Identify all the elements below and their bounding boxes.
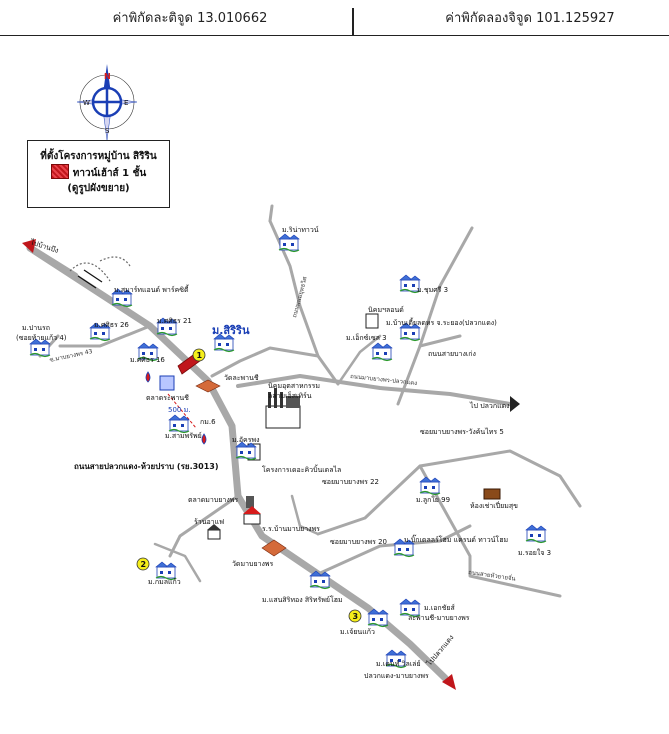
marker-1[interactable]: 1 xyxy=(192,348,206,362)
distance-500m-line xyxy=(167,393,197,429)
svg-text:3: 3 xyxy=(353,612,359,621)
temple-mabyang-icon xyxy=(261,539,287,557)
legend-note: (ดูรูปผังขยาย) xyxy=(67,183,130,194)
nikhom-building-icon xyxy=(365,313,379,329)
location-map[interactable]: N E S W xyxy=(0,36,669,734)
gas-station-icon xyxy=(145,371,207,445)
label-soi20: ซอยมาบยางพร 20 xyxy=(330,538,387,546)
school-icon xyxy=(243,506,261,525)
label-market-mabyang: ตลาดมาบยางพร xyxy=(188,496,238,504)
label-m-kent: ม.เคนท์ วิลเล่ย์ xyxy=(376,660,421,668)
label-main-road: ถนนสายปลวกแดง-ห้วยปราบ (รย.3013) xyxy=(74,461,219,471)
shop-icon xyxy=(207,524,221,540)
industrial-estate-icon xyxy=(265,388,301,429)
label-to-pluak-daeng-2: ไปปลวกแดง xyxy=(424,633,456,668)
label-pan-rak: ม.ปานรถ xyxy=(22,324,50,332)
label-intersection-k: ถนนสายบางเก่ง xyxy=(428,350,476,358)
label-m-sansiri: ม.แสนสิริทอง สิริทรัพย์โฮม xyxy=(262,595,343,604)
temple-rangpanasi-icon xyxy=(195,379,221,393)
label-nikhom-bangna: นิคมฯลอนด์ xyxy=(368,306,404,314)
road-west-1 xyxy=(58,324,152,348)
label-industrial-estate-2: ลลามเอ็สเทิร์น xyxy=(268,391,312,400)
label-sirin16: ม.ศศิธร 16 xyxy=(130,356,165,364)
label-m-roi: ม.รอยใจ 3 xyxy=(518,548,551,557)
svg-text:2: 2 xyxy=(141,560,147,569)
road-sw xyxy=(168,494,240,558)
compass-e-label: E xyxy=(124,99,128,107)
label-m-ekachai-sub: ละพานชี-มาบยางพร xyxy=(408,614,470,622)
svg-text:1: 1 xyxy=(197,351,203,360)
road-soi22 xyxy=(290,494,320,536)
road-rayong-pluak xyxy=(236,374,512,406)
label-wat-rangpanasi: วัดละพานชี xyxy=(224,374,259,382)
label-m-kent-sub: ปลวกแดง-มาบยางพร xyxy=(364,672,429,680)
label-restaurant: ห้องเช่าเปี่ยมสุข xyxy=(470,501,518,510)
road-east xyxy=(316,449,582,536)
road-to-ban-bueng xyxy=(26,244,79,280)
compass-s-label: S xyxy=(105,127,110,135)
label-m-ekachai: ม.เอกชัยส์ xyxy=(424,604,456,612)
label-m-pinkhouse: ม.เจ้ยนแก้ว xyxy=(340,628,375,636)
road-soi20 xyxy=(316,524,472,576)
bridge-icon xyxy=(69,256,131,289)
label-shop: ร้านอาแฟ xyxy=(194,518,224,526)
label-sirin21: ม.ศศิธร 21 xyxy=(157,317,192,325)
legend-item-label: ทาวน์เฮ้าส์ 1 ชั้น xyxy=(72,168,147,179)
label-m-lamaekaew: ม.กมลแก้ว xyxy=(148,578,181,586)
label-gretchen: ม.เอ็กซ์เซล 3 xyxy=(346,333,387,342)
road-ne xyxy=(396,226,474,406)
label-digital-project: โครงการเดอะคิวบิ้นเดลไล xyxy=(262,463,341,474)
label-market-rangpanasi: ตลาดระพานชี xyxy=(146,394,189,402)
label-soi-mabyang5: ซอยมาบยางพร-วังค้นไทร 5 xyxy=(420,427,504,436)
label-m-lukya: ม.ลูกใย 99 xyxy=(416,495,450,504)
latitude-label: ค่าพิกัดละติจูด 13.010662 xyxy=(112,11,268,26)
label-wat-mabyang: วัดมาบยางพร xyxy=(232,560,274,568)
road-upper-ne xyxy=(418,334,462,348)
label-km500: 500 ม. xyxy=(168,406,190,414)
label-chumlong: ม.ชุมศรี 3 xyxy=(417,286,448,294)
label-rin-tai: ม.ริน่าทาวน์ xyxy=(282,226,319,234)
label-sirin26: ม.ศศิธร 26 xyxy=(94,321,129,329)
label-to-pluak-daeng: ไป ปลวกแดง xyxy=(469,401,510,410)
label-m-akarat: ม.อัครพง xyxy=(232,436,260,444)
road-network xyxy=(26,204,582,682)
label-sampran: ม.สามพรัพย์ xyxy=(165,432,202,440)
label-soi43: ซ.มาบยางพร 43 xyxy=(49,348,93,364)
arrow-ban-bueng-icon xyxy=(22,239,36,253)
label-m-bankok: ม.บิ๊กเดลลร์โฮม แครนด์ ทาวน์โฮม xyxy=(404,534,508,544)
arrow-pluak-daeng-2-icon xyxy=(442,674,456,690)
label-school: ร.ร.บ้านมาบยางพร xyxy=(262,525,320,533)
label-ptt: กม.6 xyxy=(200,418,216,426)
label-smart-park: ม.สมาร์ทแอนด์ พาร์คซิตี้ xyxy=(114,283,190,294)
market-mabyang-icon xyxy=(246,496,254,508)
road-far-east xyxy=(418,464,562,598)
project-swatch-icon xyxy=(50,164,69,179)
label-pan-rak-sub: (ซอยท้ายแก้ว 4) xyxy=(16,334,67,342)
road-mid xyxy=(336,334,382,386)
road-to-siririn xyxy=(210,346,320,378)
arrow-pluak-daeng-icon xyxy=(510,396,520,412)
restaurant-icon xyxy=(483,488,501,500)
road-sw-2 xyxy=(153,542,202,583)
compass-w-label: W xyxy=(83,99,90,107)
marker-2[interactable]: 2 xyxy=(136,557,150,571)
legend-title: ที่ตั้งโครงการหมู่บ้าน สิริริน xyxy=(40,151,157,162)
legend-box: ที่ตั้งโครงการหมู่บ้าน สิริริน ทาวน์เฮ้า… xyxy=(27,140,170,208)
road-north-top xyxy=(268,204,274,223)
compass-n-label: N xyxy=(104,72,111,81)
marker-3[interactable]: 3 xyxy=(348,609,362,623)
label-soi22: ซอยมาบยางพร 22 xyxy=(322,478,379,486)
header-divider xyxy=(352,8,354,36)
label-bangbot: ม.บ้านเตี้ยลดหร จ.ระยอง(ปลวกแดง) xyxy=(386,316,497,327)
market-rangpanasi-icon xyxy=(159,375,175,391)
label-siririn: ม.สิริริน xyxy=(212,324,250,337)
longitude-label: ค่าพิกัดลองจิจูด 101.125927 xyxy=(445,11,615,26)
road-north xyxy=(268,219,340,386)
coordinate-header: ค่าพิกัดละติจูด 13.010662 ค่าพิกัดลองจิจ… xyxy=(0,0,669,36)
compass-rose-icon: N E S W xyxy=(76,64,138,141)
label-industrial-estate: นิคมอุตสาหกรรม xyxy=(268,382,320,390)
